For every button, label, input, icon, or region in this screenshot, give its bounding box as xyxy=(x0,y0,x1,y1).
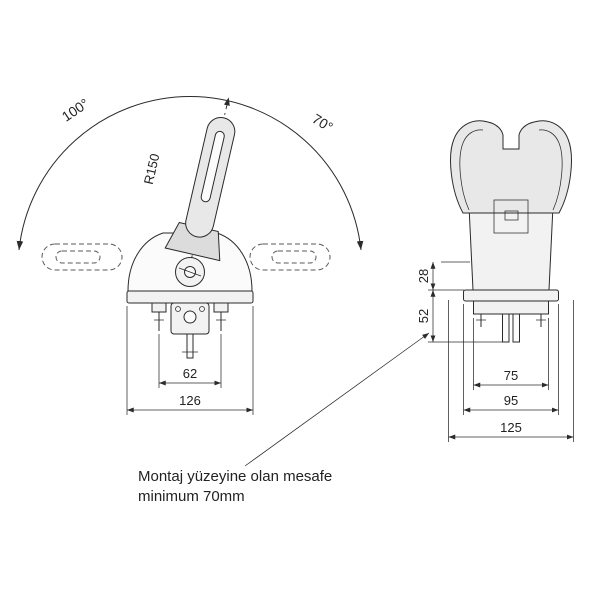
side-pin-left xyxy=(502,313,510,343)
side-center-panel xyxy=(493,199,529,234)
dim-75-label: 75 xyxy=(504,368,518,383)
side-view: 28 52 75 95 125 xyxy=(416,120,574,442)
note-line-2: minimum 70mm xyxy=(138,488,245,505)
side-body xyxy=(468,205,554,291)
dimension-75: 75 xyxy=(473,318,549,390)
control-shaft xyxy=(182,333,198,359)
dim-125-label: 125 xyxy=(500,420,522,435)
stud-left xyxy=(151,302,167,331)
dimension-28: 28 xyxy=(416,261,470,291)
dim-28-label: 28 xyxy=(416,269,431,283)
dimension-62: 62 xyxy=(158,334,222,388)
side-pin-right xyxy=(512,313,520,343)
lever-handle-slot xyxy=(200,130,225,203)
sweep-arc xyxy=(16,96,364,251)
lever-position-left-dashed xyxy=(41,243,123,271)
mounting-note: Montaj yüzeyine olan mesafe minimum 70mm xyxy=(138,332,430,505)
side-stud-right xyxy=(536,314,546,327)
dim-126-label: 126 xyxy=(179,393,201,408)
angle-100-label: 100° xyxy=(59,95,92,124)
pivot-screw-slot xyxy=(178,267,202,277)
front-view: 62 126 100° 70° R150 xyxy=(16,95,364,415)
radius-r150-label: R150 xyxy=(141,152,163,186)
lever-position-right-dashed xyxy=(249,243,331,271)
side-center-button xyxy=(504,210,519,221)
side-handle-inner-right xyxy=(538,129,563,211)
dim-95-label: 95 xyxy=(504,393,518,408)
lever-assembly xyxy=(164,97,236,266)
side-bracket xyxy=(473,300,549,315)
dim-52-label: 52 xyxy=(416,309,431,323)
stud-right xyxy=(213,302,229,331)
side-handle-inner-left xyxy=(459,129,484,211)
note-leader-line xyxy=(244,332,430,467)
angle-70-label: 70° xyxy=(309,110,335,135)
dimension-125: 125 xyxy=(448,300,574,442)
mounting-plate xyxy=(126,290,254,304)
dimension-52: 52 xyxy=(416,290,502,343)
center-bracket xyxy=(170,302,210,335)
side-stud-left xyxy=(476,314,486,327)
dim-62-label: 62 xyxy=(183,366,197,381)
side-mounting-plate xyxy=(463,289,559,302)
dimension-95: 95 xyxy=(463,304,559,415)
note-line-1: Montaj yüzeyine olan mesafe xyxy=(138,468,332,485)
side-handle xyxy=(450,120,572,214)
dimension-126: 126 xyxy=(126,306,254,415)
